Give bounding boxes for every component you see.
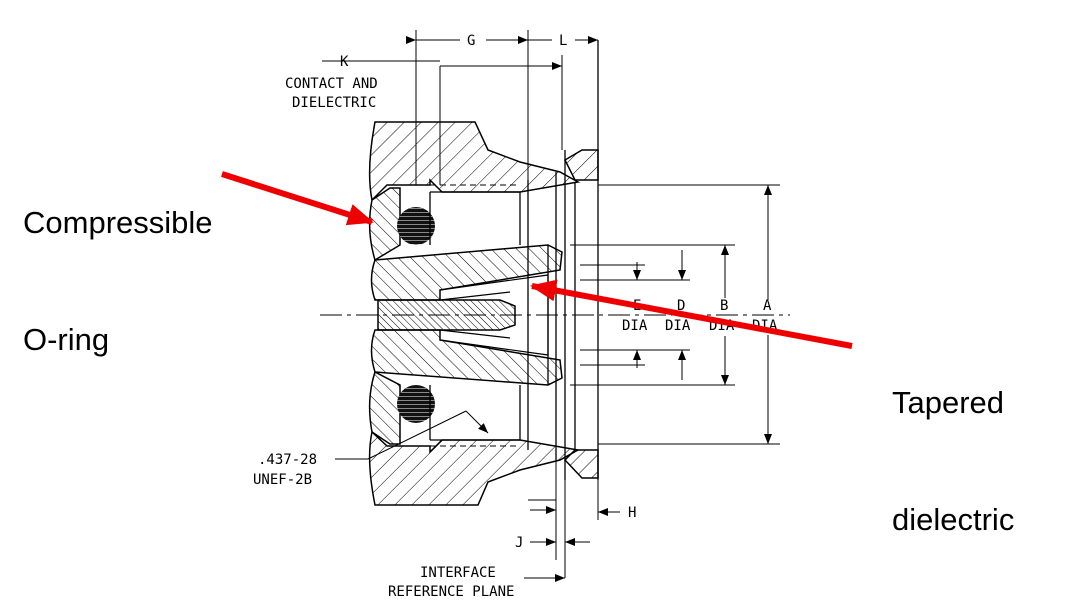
dim-g-l [406, 30, 598, 185]
label-interface: INTERFACE [420, 565, 496, 581]
label-k: K [340, 54, 349, 70]
label-a: A [763, 298, 772, 314]
tapered-dielectric-lower [370, 329, 563, 386]
dim-h-j [524, 460, 620, 582]
label-thread-1: .437-28 [258, 452, 317, 468]
oring-label-line2: O-ring [23, 322, 110, 357]
label-j: J [515, 535, 523, 551]
oring-label-line1: Compressible [23, 205, 213, 240]
flange-upper [564, 149, 599, 181]
dia-extension-lines [570, 184, 780, 445]
label-dielectric-dim: DIELECTRIC [292, 95, 376, 111]
o-ring-upper [397, 207, 435, 245]
tapered-dielectric-upper [370, 244, 563, 301]
label-d: D [677, 298, 685, 314]
label-thread-2: UNEF-2B [253, 472, 312, 488]
label-d-dia: DIA [665, 318, 691, 334]
label-contact-and: CONTACT AND [285, 76, 378, 92]
o-ring-lower [397, 385, 435, 423]
oring-callout-arrow [221, 171, 374, 226]
label-reference-plane: REFERENCE PLANE [388, 584, 514, 600]
gasket-upper [368, 187, 401, 262]
label-g: G [467, 33, 475, 49]
dielectric-callout-arrow [530, 279, 853, 349]
gasket-lower [368, 370, 401, 445]
thread-leader [335, 410, 489, 460]
dielectric-label-line2: dielectric [892, 502, 1015, 537]
oring-callout-label: Compressible O-ring [23, 125, 213, 398]
connector-body-upper [368, 121, 581, 202]
label-b: B [720, 298, 728, 314]
flange-lower [563, 449, 599, 479]
label-e-dia: DIA [622, 318, 648, 334]
dielectric-callout-label: Tapered dielectric [892, 305, 1014, 578]
dielectric-label-line1: Tapered [892, 385, 1005, 420]
label-l: L [559, 33, 567, 49]
label-h: H [628, 505, 636, 521]
thread-dashes [430, 184, 520, 447]
